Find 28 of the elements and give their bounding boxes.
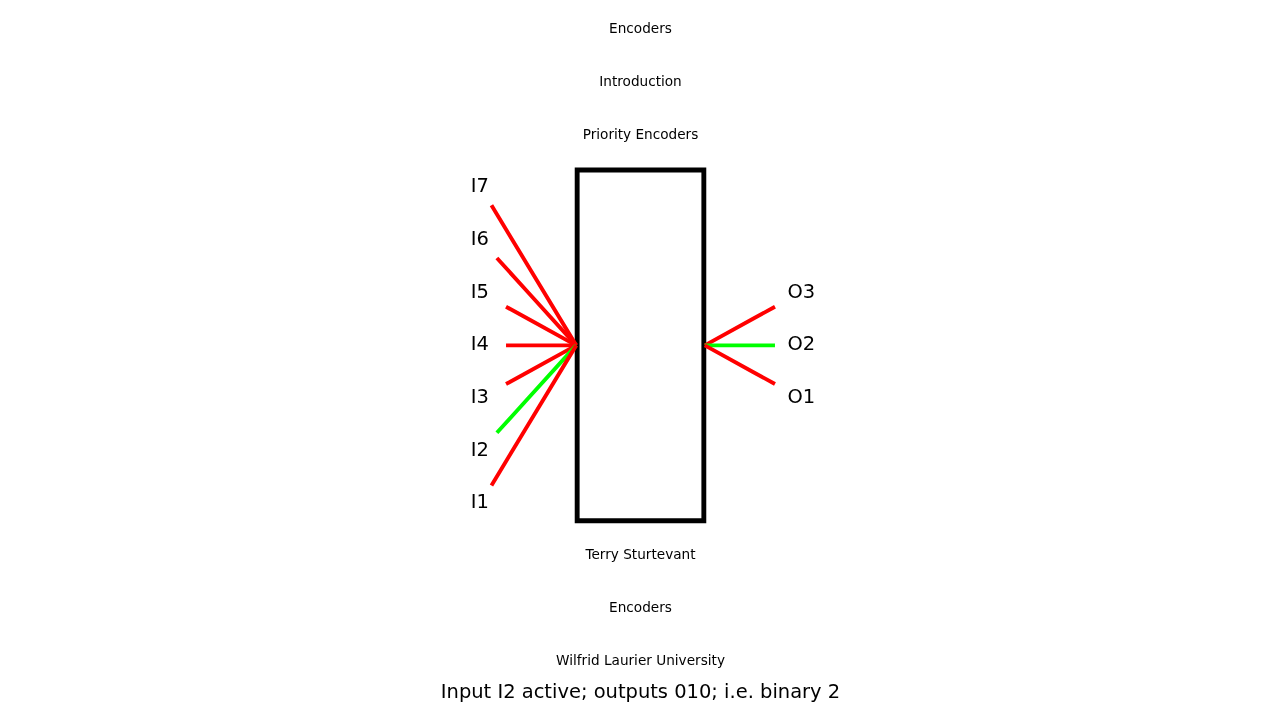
label: Wilfrid Laurier University (555, 651, 725, 668)
connector (494, 344, 578, 435)
connector (703, 343, 776, 386)
label: Encoders (608, 599, 672, 616)
node-text: I1 (470, 490, 489, 514)
label: Encoders (608, 20, 672, 37)
node-text: I4 (470, 332, 489, 356)
label: Introduction (598, 72, 682, 89)
connector (504, 305, 577, 348)
connector (489, 344, 578, 487)
caption: Input I2 active; outputs 010; i.e. binary 2 (440, 680, 840, 704)
node-box (574, 167, 706, 524)
node-text: I3 (470, 384, 489, 408)
connector (505, 343, 576, 348)
node-text: O2 (786, 332, 815, 356)
connector (704, 343, 775, 348)
connector (494, 256, 578, 347)
node-text: I7 (470, 174, 489, 198)
label: Priority Encoders (582, 125, 698, 142)
connector (504, 343, 577, 386)
node-text: I2 (470, 437, 489, 461)
node-text: O3 (786, 279, 815, 303)
node-text: O1 (786, 384, 815, 408)
connector (703, 305, 776, 348)
label: Terry Sturtevant (584, 546, 696, 563)
node-text: I6 (470, 227, 489, 251)
connector (489, 204, 578, 347)
node-text: I5 (470, 279, 489, 303)
